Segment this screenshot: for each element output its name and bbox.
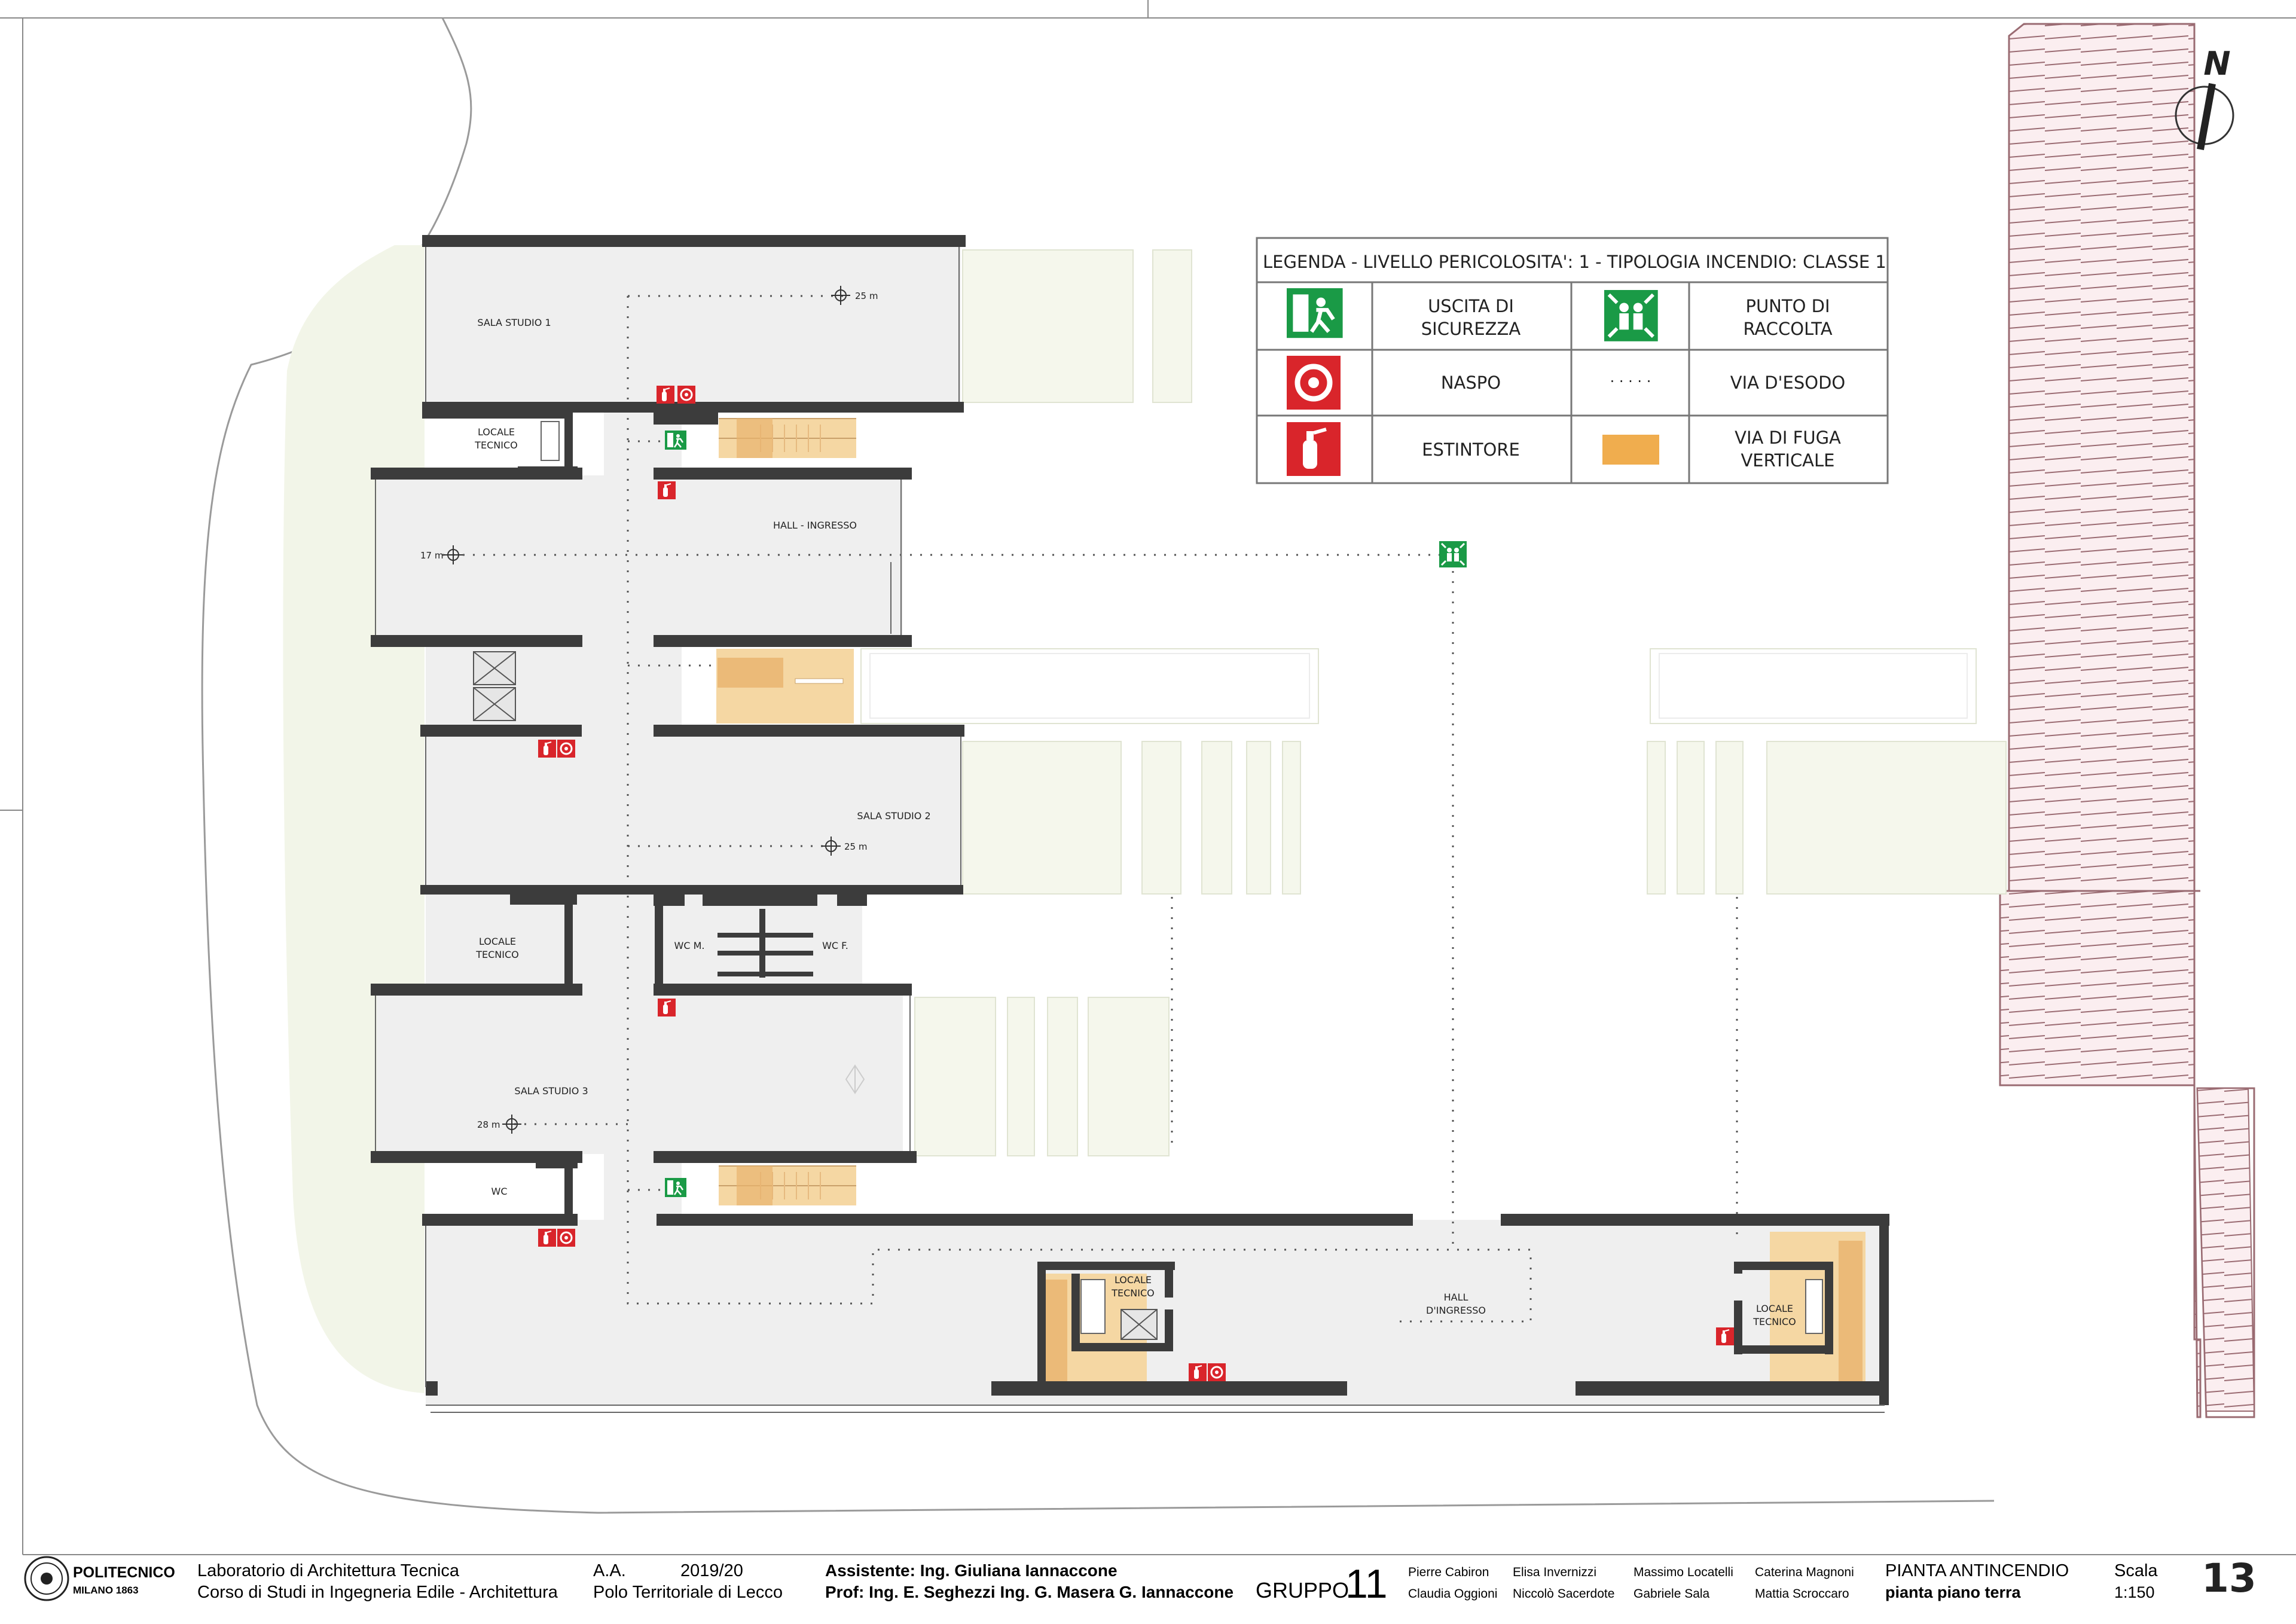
stair-2 bbox=[716, 649, 854, 724]
member-3: Massimo Locatelli bbox=[1634, 1565, 1733, 1579]
facade-lines bbox=[375, 247, 1885, 1413]
member-4: Caterina Magnoni bbox=[1755, 1565, 1854, 1579]
hose-reel-icon bbox=[676, 384, 697, 405]
room-locale-tecnico-2-line1: LOCALE bbox=[479, 936, 516, 947]
north-label: N bbox=[2203, 45, 2230, 83]
title-block: POLITECNICO MILANO 1863 Laboratorio di A… bbox=[23, 1554, 2296, 1607]
member-6: Niccolò Sacerdote bbox=[1513, 1587, 1614, 1601]
room-wc-f: WC F. bbox=[822, 940, 848, 951]
politecnico-logo bbox=[24, 1556, 69, 1601]
room-sala-studio-3: SALA STUDIO 3 bbox=[514, 1085, 588, 1097]
room-locale-tecnico-4-line1: LOCALE bbox=[1756, 1303, 1793, 1314]
legend-hose-icon bbox=[1287, 356, 1341, 410]
professors: Prof: Ing. E. Seghezzi Ing. G. Masera G.… bbox=[825, 1583, 1234, 1601]
legend-assembly-label-1: PUNTO DI bbox=[1745, 296, 1830, 316]
drawing-title: PIANTA ANTINCENDIO bbox=[1885, 1561, 2069, 1580]
room-locale-tecnico-4-line2: TECNICO bbox=[1752, 1316, 1796, 1327]
legend-exit-label-1: USCITA DI bbox=[1428, 296, 1514, 316]
column-mark bbox=[845, 1064, 865, 1094]
stair-1 bbox=[718, 418, 857, 459]
legend-vertical-swatch bbox=[1602, 435, 1659, 465]
room-locale-tecnico-3-line2: TECNICO bbox=[1111, 1287, 1155, 1299]
exit-sign-icon bbox=[664, 1177, 688, 1198]
neighbour-building-hatch bbox=[1999, 23, 2202, 1418]
hose-reel-icon bbox=[556, 1228, 576, 1248]
room-hall-ingresso: HALL - INGRESSO bbox=[773, 520, 857, 531]
group-number: 11 bbox=[1345, 1561, 1388, 1607]
north-arrow: N bbox=[2175, 45, 2234, 151]
assistant: Assistente: Ing. Giuliana Iannaccone bbox=[825, 1561, 1118, 1580]
room-hall-d-ingresso-line1: HALL bbox=[1444, 1292, 1468, 1303]
hose-reel-icon bbox=[1207, 1362, 1227, 1382]
legend-extinguisher-icon bbox=[1287, 422, 1341, 476]
room-hall-d-ingresso-line2: D'INGRESSO bbox=[1426, 1305, 1486, 1316]
legend-route-symbol: · · · · · bbox=[1610, 373, 1651, 390]
logo-sub: MILANO 1863 bbox=[73, 1585, 139, 1596]
escape-route bbox=[442, 295, 1738, 1323]
legend-route-label: VIA D'ESODO bbox=[1730, 373, 1845, 393]
distance-marker-1: 25 m bbox=[831, 285, 878, 306]
svg-text:25 m: 25 m bbox=[855, 291, 878, 301]
room-locale-tecnico-1-line1: LOCALE bbox=[478, 426, 515, 438]
green-area bbox=[283, 245, 425, 1393]
distance-marker-3: 25 m bbox=[821, 836, 867, 856]
legend-assembly-label-2: RACCOLTA bbox=[1743, 319, 1832, 339]
scale-value: 1:150 bbox=[2114, 1583, 2155, 1601]
road-outline bbox=[201, 17, 1995, 1514]
logo-name: POLITECNICO bbox=[73, 1564, 175, 1581]
course-line-1: Laboratorio di Architettura Tecnica bbox=[197, 1561, 460, 1580]
assembly-point-icon bbox=[1438, 540, 1468, 569]
room-locale-tecnico-2-line2: TECNICO bbox=[475, 949, 519, 960]
aa-label: A.A. bbox=[593, 1561, 626, 1580]
legend-extinguisher-label: ESTINTORE bbox=[1422, 439, 1520, 460]
elevator bbox=[473, 651, 1158, 1340]
room-wc-m: WC M. bbox=[674, 940, 705, 951]
member-2: Elisa Invernizzi bbox=[1513, 1565, 1596, 1579]
legend-exit-icon bbox=[1287, 288, 1343, 338]
legend-title: LEGENDA - LIVELLO PERICOLOSITA': 1 - TIP… bbox=[1263, 252, 1886, 272]
drawing-subtitle: pianta piano terra bbox=[1885, 1583, 2022, 1601]
sheet-number: 13 bbox=[2202, 1555, 2257, 1601]
room-locale-tecnico-1-line2: TECNICO bbox=[474, 439, 518, 451]
legend-vertical-label-2: VERTICALE bbox=[1741, 450, 1834, 471]
svg-text:25 m: 25 m bbox=[844, 841, 867, 852]
stair-3 bbox=[718, 1165, 857, 1206]
extinguisher-icon bbox=[1715, 1327, 1735, 1346]
member-5: Claudia Oggioni bbox=[1408, 1587, 1497, 1601]
svg-text:17 m: 17 m bbox=[420, 550, 443, 561]
extinguisher-icon bbox=[657, 998, 676, 1017]
room-locale-tecnico-3-line1: LOCALE bbox=[1115, 1274, 1152, 1286]
extinguisher-icon bbox=[656, 385, 675, 404]
room-sala-studio-1: SALA STUDIO 1 bbox=[477, 317, 551, 328]
legend-assembly-icon bbox=[1604, 290, 1658, 341]
extinguisher-icon bbox=[538, 739, 557, 758]
legend-hose-label: NASPO bbox=[1441, 373, 1501, 393]
extinguisher-icon bbox=[1188, 1363, 1207, 1382]
svg-text:28 m: 28 m bbox=[477, 1119, 500, 1130]
exit-sign-icon bbox=[664, 429, 688, 451]
extinguisher-icon bbox=[538, 1228, 557, 1247]
hose-reel-icon bbox=[556, 738, 576, 759]
course-line-2: Corso di Studi in Ingegneria Edile - Arc… bbox=[197, 1583, 558, 1602]
legend-exit-label-2: SICUREZZA bbox=[1421, 319, 1521, 339]
legend: LEGENDA - LIVELLO PERICOLOSITA': 1 - TIP… bbox=[1256, 237, 1889, 484]
legend-vertical-label-1: VIA DI FUGA bbox=[1735, 428, 1841, 448]
group-label: GRUPPO bbox=[1256, 1578, 1349, 1602]
walls bbox=[371, 235, 1889, 1405]
aa-value: 2019/20 bbox=[680, 1561, 743, 1580]
exterior-paving bbox=[860, 249, 2007, 1156]
distance-marker-4: 28 m bbox=[477, 1114, 522, 1134]
extinguisher-icon bbox=[657, 481, 676, 500]
scale-label: Scala bbox=[2114, 1561, 2158, 1580]
member-7: Gabriele Sala bbox=[1634, 1587, 1710, 1601]
polo: Polo Territoriale di Lecco bbox=[593, 1583, 783, 1602]
room-sala-studio-2: SALA STUDIO 2 bbox=[857, 810, 930, 822]
distance-marker-2: 17 m bbox=[420, 545, 463, 565]
room-wc: WC bbox=[491, 1186, 508, 1197]
member-8: Mattia Scroccaro bbox=[1755, 1587, 1849, 1601]
member-1: Pierre Cabiron bbox=[1408, 1565, 1489, 1579]
